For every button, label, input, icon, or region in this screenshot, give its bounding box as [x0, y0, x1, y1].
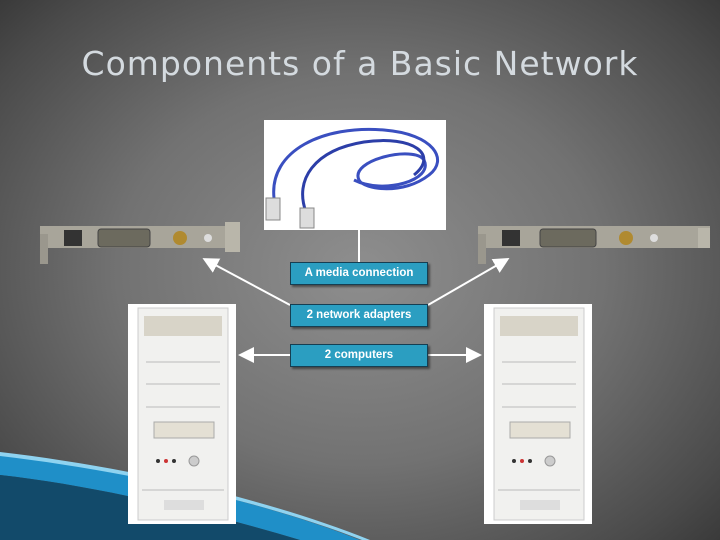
computer-tower-icon [493, 307, 585, 521]
computer-left [128, 304, 236, 524]
label-computers: 2 computers [290, 344, 428, 367]
network-adapter-right [478, 226, 710, 264]
label-media-connection: A media connection [290, 262, 428, 285]
label-network-adapters: 2 network adapters [290, 304, 428, 327]
network-adapter-left [40, 222, 240, 264]
network-cable-image [264, 120, 446, 230]
arrow-right-adapter [427, 258, 510, 306]
computer-tower-icon [137, 307, 229, 521]
slide-title: Components of a Basic Network [81, 44, 639, 83]
arrow-left-adapter [202, 258, 291, 306]
network-cable-icon [265, 127, 440, 229]
computer-right [484, 304, 592, 524]
